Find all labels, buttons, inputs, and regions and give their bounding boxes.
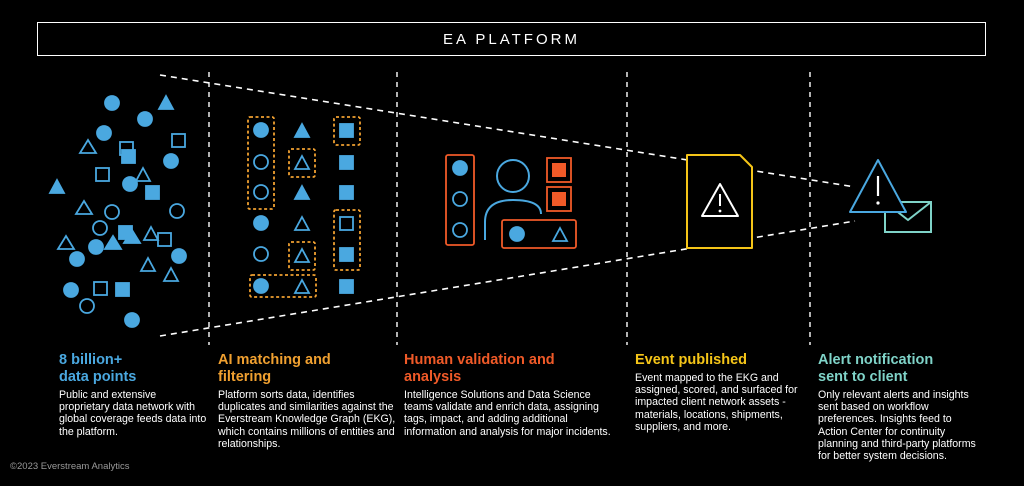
analyst-icon [445, 154, 577, 249]
copyright-text: ©2023 Everstream Analytics [10, 461, 130, 472]
stage-description: Event mapped to the EKG and assigned, sc… [635, 372, 798, 433]
stage-heading: Event published [635, 352, 747, 368]
stage-description: Platform sorts data, identifies duplicat… [218, 389, 396, 450]
stage-data-points: 8 billion+data points Public and extensi… [59, 352, 254, 438]
data-points-icon [48, 94, 187, 328]
funnel-diagram [48, 72, 932, 345]
stage-description: Only relevant alerts and insights sent b… [818, 389, 976, 463]
stage-event-published: Event published Event mapped to the EKG … [635, 352, 830, 433]
stage-description: Public and extensive proprietary data ne… [59, 389, 207, 438]
alert-envelope-icon [849, 159, 932, 233]
matching-grid-icon [247, 116, 361, 298]
page-title: EA PLATFORM [37, 22, 986, 56]
warning-document-icon [686, 154, 753, 249]
stage-heading: 8 billion+data points [59, 352, 137, 385]
stage-description: Intelligence Solutions and Data Science … [404, 389, 611, 438]
